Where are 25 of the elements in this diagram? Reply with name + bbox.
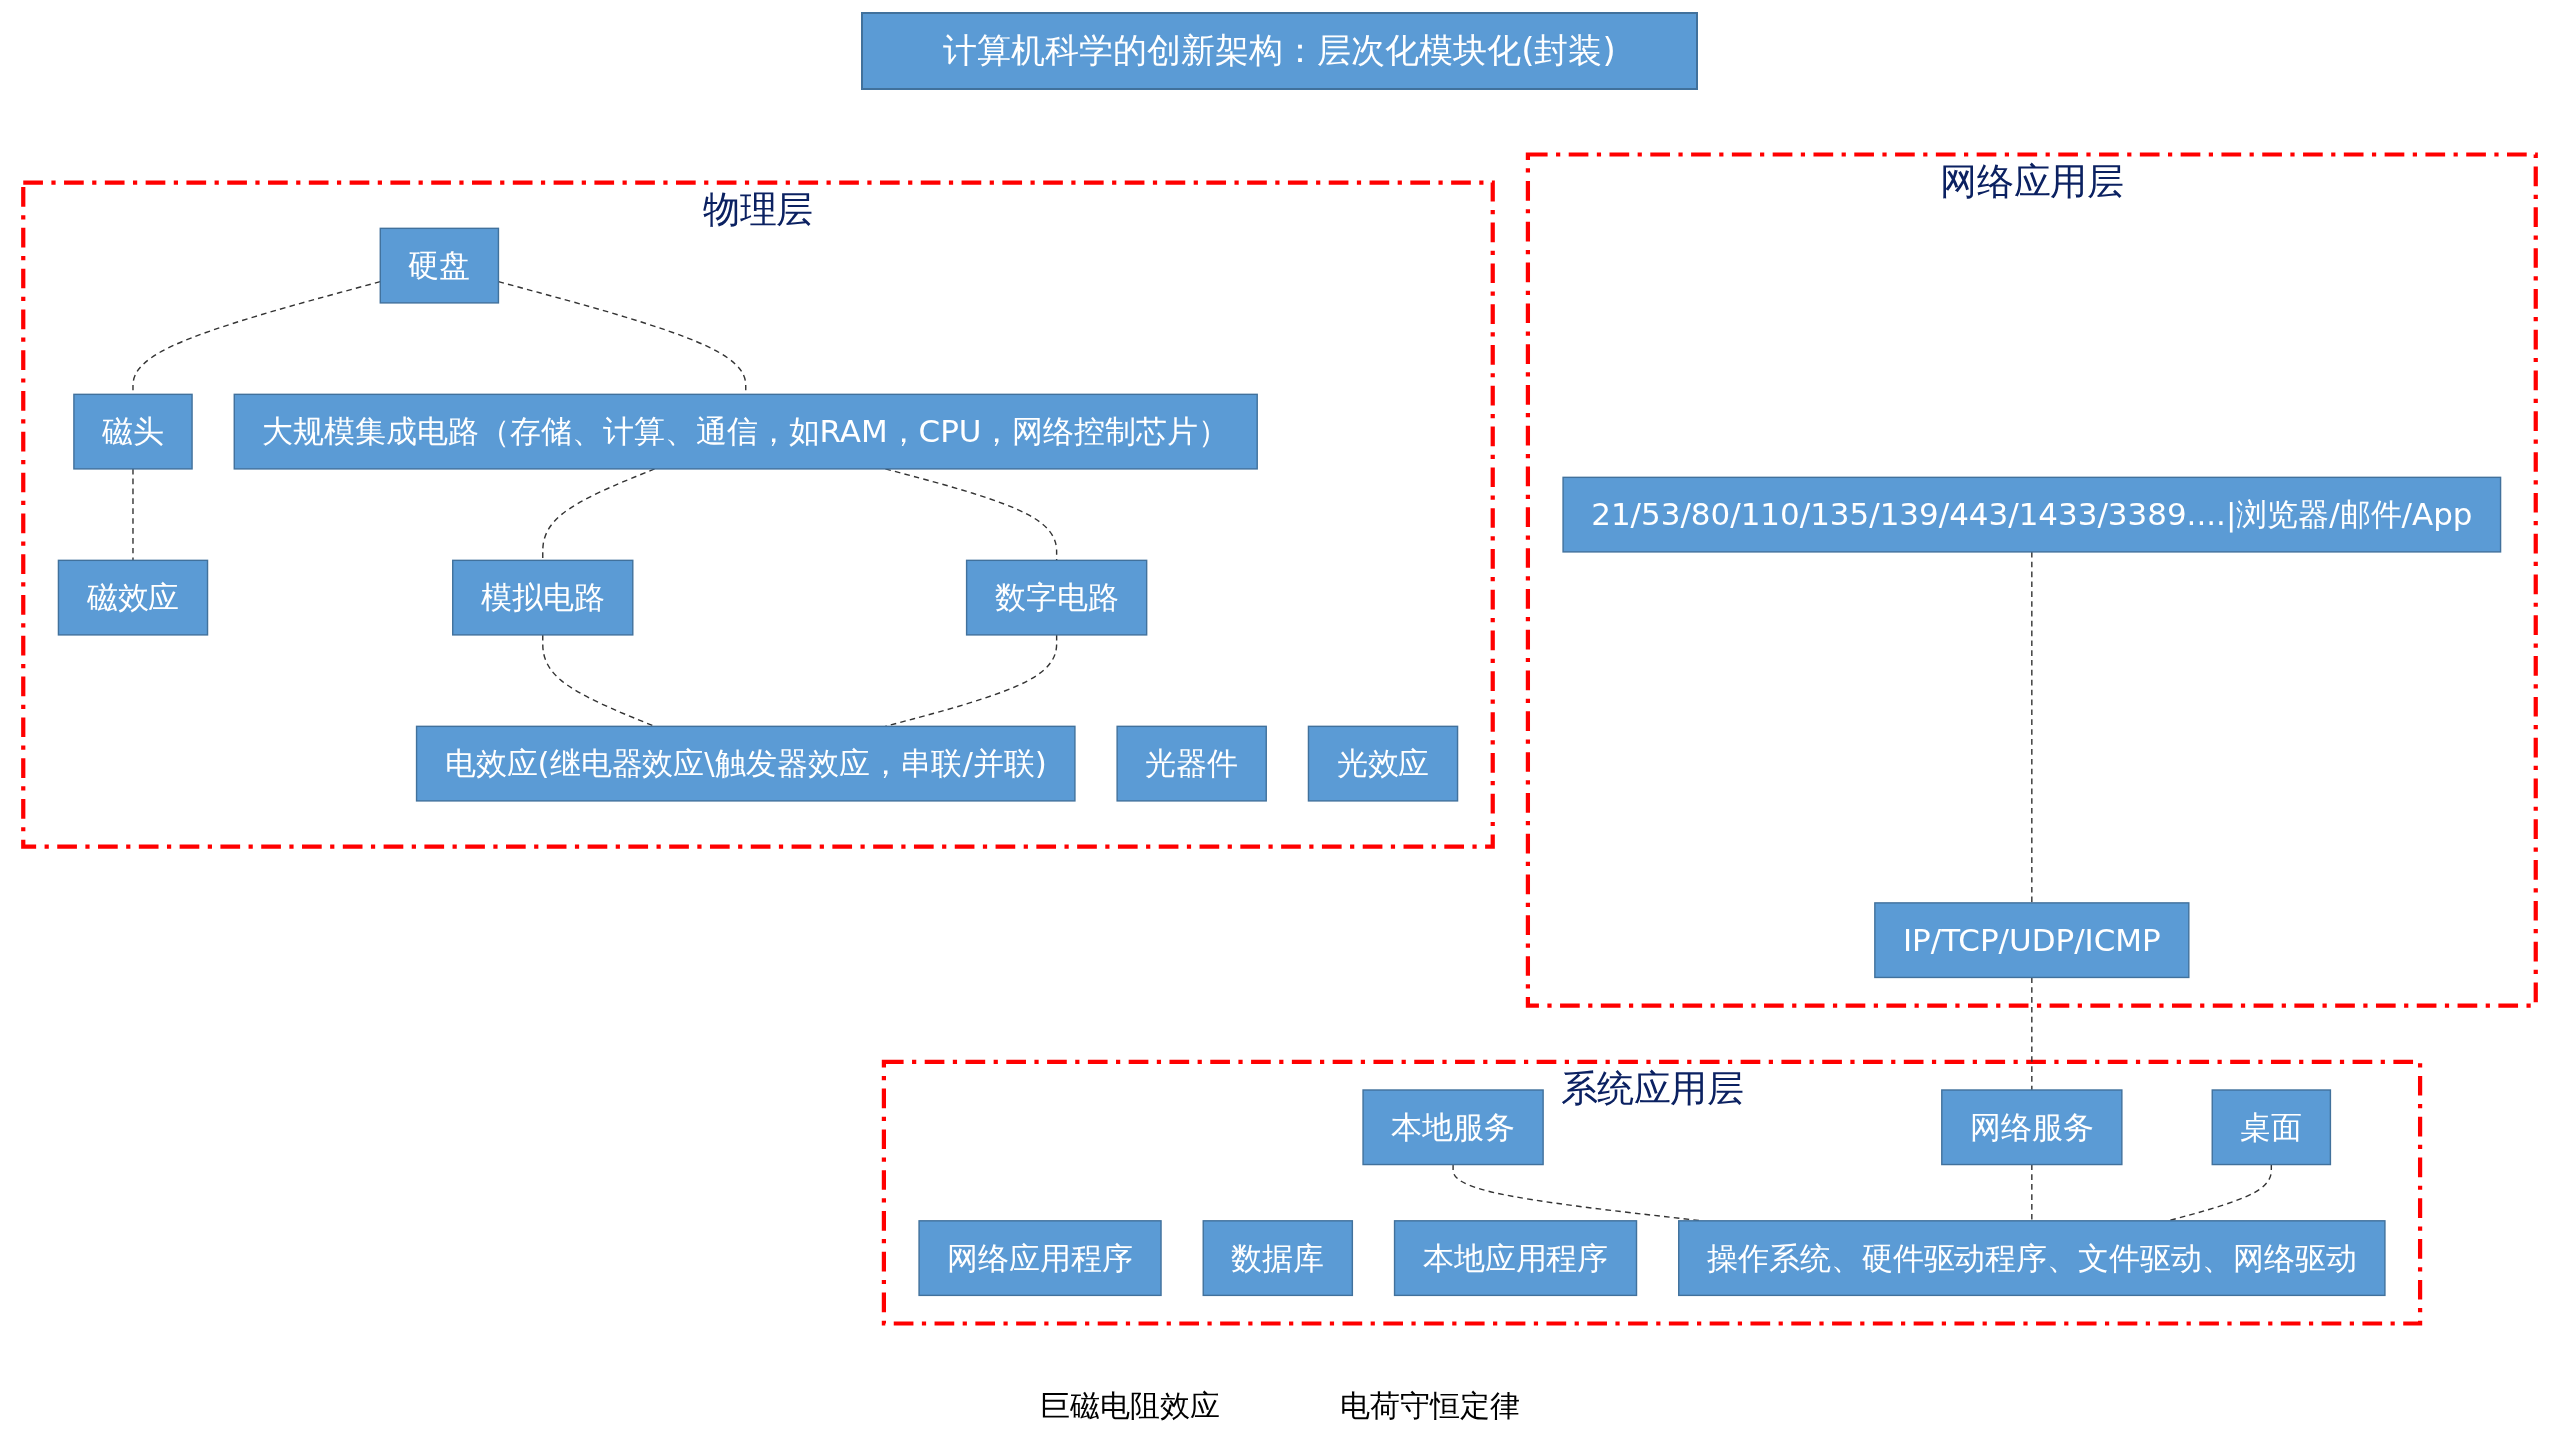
node-box: 大规模集成电路（存储、计算、通信，如RAM，CPU，网络控制芯片） <box>233 393 1258 470</box>
node-box: 数据库 <box>1202 1220 1354 1297</box>
node-box: 磁效应 <box>57 559 209 636</box>
note-text: 巨磁电阻效应 <box>1039 1387 1220 1425</box>
node-box: 21/53/80/110/135/139/443/1433/3389....|浏览器/邮件/App <box>1562 476 2502 553</box>
node-box: 数字电路 <box>965 559 1148 636</box>
node-box: 光效应 <box>1307 725 1459 802</box>
connector <box>2031 976 2033 1091</box>
node-box: 磁头 <box>73 393 193 470</box>
node-box: 本地服务 <box>1362 1089 1544 1166</box>
node-box: 桌面 <box>2211 1089 2332 1166</box>
title-banner: 计算机科学的创新架构：层次化模块化(封装) <box>861 12 1698 90</box>
note-text: 电荷守恒定律 <box>1339 1387 1520 1425</box>
node-box: 网络应用程序 <box>918 1220 1162 1297</box>
node-box: IP/TCP/UDP/ICMP <box>1874 902 2190 979</box>
connector <box>2031 1163 2033 1222</box>
node-box: 硬盘 <box>379 227 500 304</box>
node-box: 操作系统、硬件驱动程序、文件驱动、网络驱动 <box>1678 1220 2386 1297</box>
node-box: 本地应用程序 <box>1393 1220 1638 1297</box>
node-box: 电效应(继电器效应\触发器效应，串联/并联) <box>415 725 1076 802</box>
node-box: 网络服务 <box>1941 1089 2123 1166</box>
connector <box>132 468 134 562</box>
node-box: 模拟电路 <box>452 559 634 636</box>
node-box: 光器件 <box>1116 725 1267 802</box>
connector <box>2031 551 2033 904</box>
